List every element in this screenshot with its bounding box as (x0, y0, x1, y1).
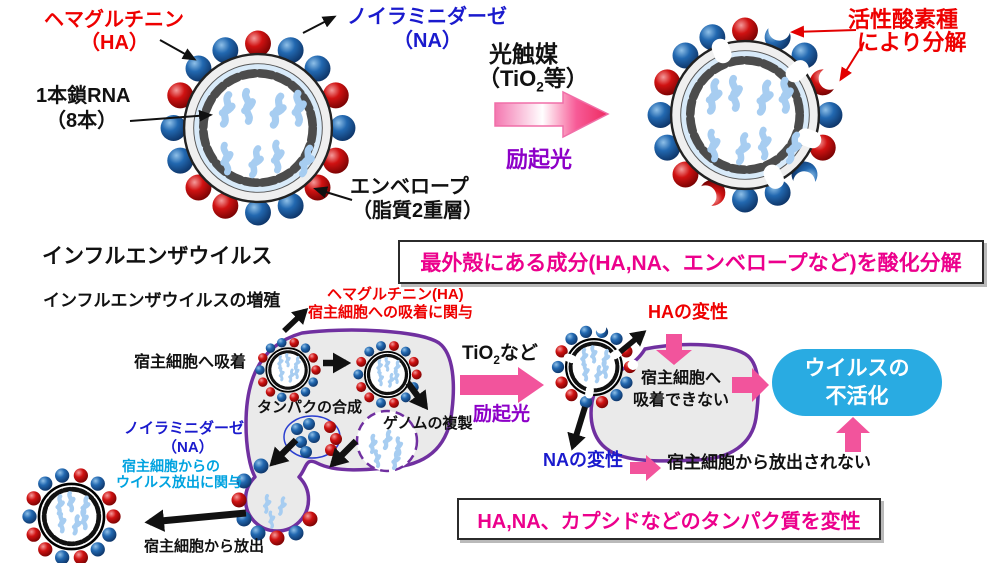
ha-function-note-line2: 宿主細胞への吸着に関与 (308, 304, 474, 321)
rna-label-line2: （8本） (46, 110, 118, 132)
no-adsorption-label-line2: 吸着できない (633, 392, 730, 409)
no-adsorption-label-line1: 宿主細胞へ (641, 370, 722, 387)
hemagglutinin-label-line1: ヘマグルチニン (44, 9, 184, 31)
protein-synthesis-label: タンパクの合成 (257, 399, 363, 416)
na-denaturation-label: NAの変性 (543, 450, 623, 470)
influenza-virus-title: インフルエンザウイルス (42, 245, 273, 268)
photocatalysis-gradient-arrow (494, 90, 610, 139)
denaturation-box: HA,NA、カプシドなどのタンパク質を変性 (457, 498, 881, 540)
photocatalyst-label-line1: 光触媒 (489, 41, 558, 67)
ha-denaturation-label: HAの変性 (648, 302, 728, 322)
hemagglutinin-label-line2: （HA） (80, 32, 149, 54)
tio2-label: TiO2など (462, 343, 538, 367)
virus-inactivation-box: ウイルスの 不活化 (772, 349, 942, 416)
oxidation-box: 最外殻にある成分(HA,NA、エンベロープなど)を酸化分解 (398, 240, 984, 284)
degraded-influenza-virus-graphic (648, 15, 844, 213)
envelope-label-line1: エンベロープ (350, 176, 469, 198)
na-function-note-line1: ノイラミニダーゼ (124, 420, 245, 437)
virus-part-pointer-arrows (129, 15, 353, 201)
budding-virus-graphic (231, 458, 318, 546)
ros-label-line2: により分解 (857, 30, 967, 55)
genome-replication-label: ゲノムの複製 (383, 415, 473, 432)
released-virus-graphic (22, 468, 120, 563)
virus-inactivation-line2: 不活化 (825, 384, 889, 408)
neuraminidase-label-line1: ノイラミニダーゼ (347, 6, 507, 28)
adsorption-label: 宿主細胞へ吸着 (134, 354, 247, 371)
ros-label-line1: 活性酸素種 (848, 7, 959, 32)
neuraminidase-label-line2: （NA） (393, 30, 462, 52)
ros-pointer-arrows (790, 25, 865, 82)
no-release-label: 宿主細胞から放出されない (667, 453, 871, 472)
photocatalyst-label-line2: （TiO2等） (478, 66, 588, 95)
na-function-note-line2: （NA） (162, 439, 214, 456)
excitation-light-label-top: 励起光 (506, 147, 573, 172)
na-function-note-line4: ウイルス放出に関与 (116, 474, 242, 490)
release-label: 宿主細胞から放出 (144, 538, 265, 555)
virus-inactivation-line1: ウイルスの (804, 357, 910, 381)
excitation-light-label-bottom: 励起光 (473, 404, 531, 425)
rna-label-line1: 1本鎖RNA (36, 85, 131, 107)
replication-title: インフルエンザウイルスの増殖 (43, 291, 281, 310)
intact-influenza-virus-graphic (161, 31, 356, 226)
genome-replication-graphic (355, 409, 419, 473)
cycle-flow-arrows (144, 307, 647, 532)
envelope-label-line2: （脂質2重層） (352, 200, 484, 222)
na-function-note-line3: 宿主細胞からの (122, 458, 220, 474)
ha-function-note-line1: ヘマグルチニン(HA) (327, 286, 464, 303)
pink-flow-arrows (460, 334, 870, 481)
